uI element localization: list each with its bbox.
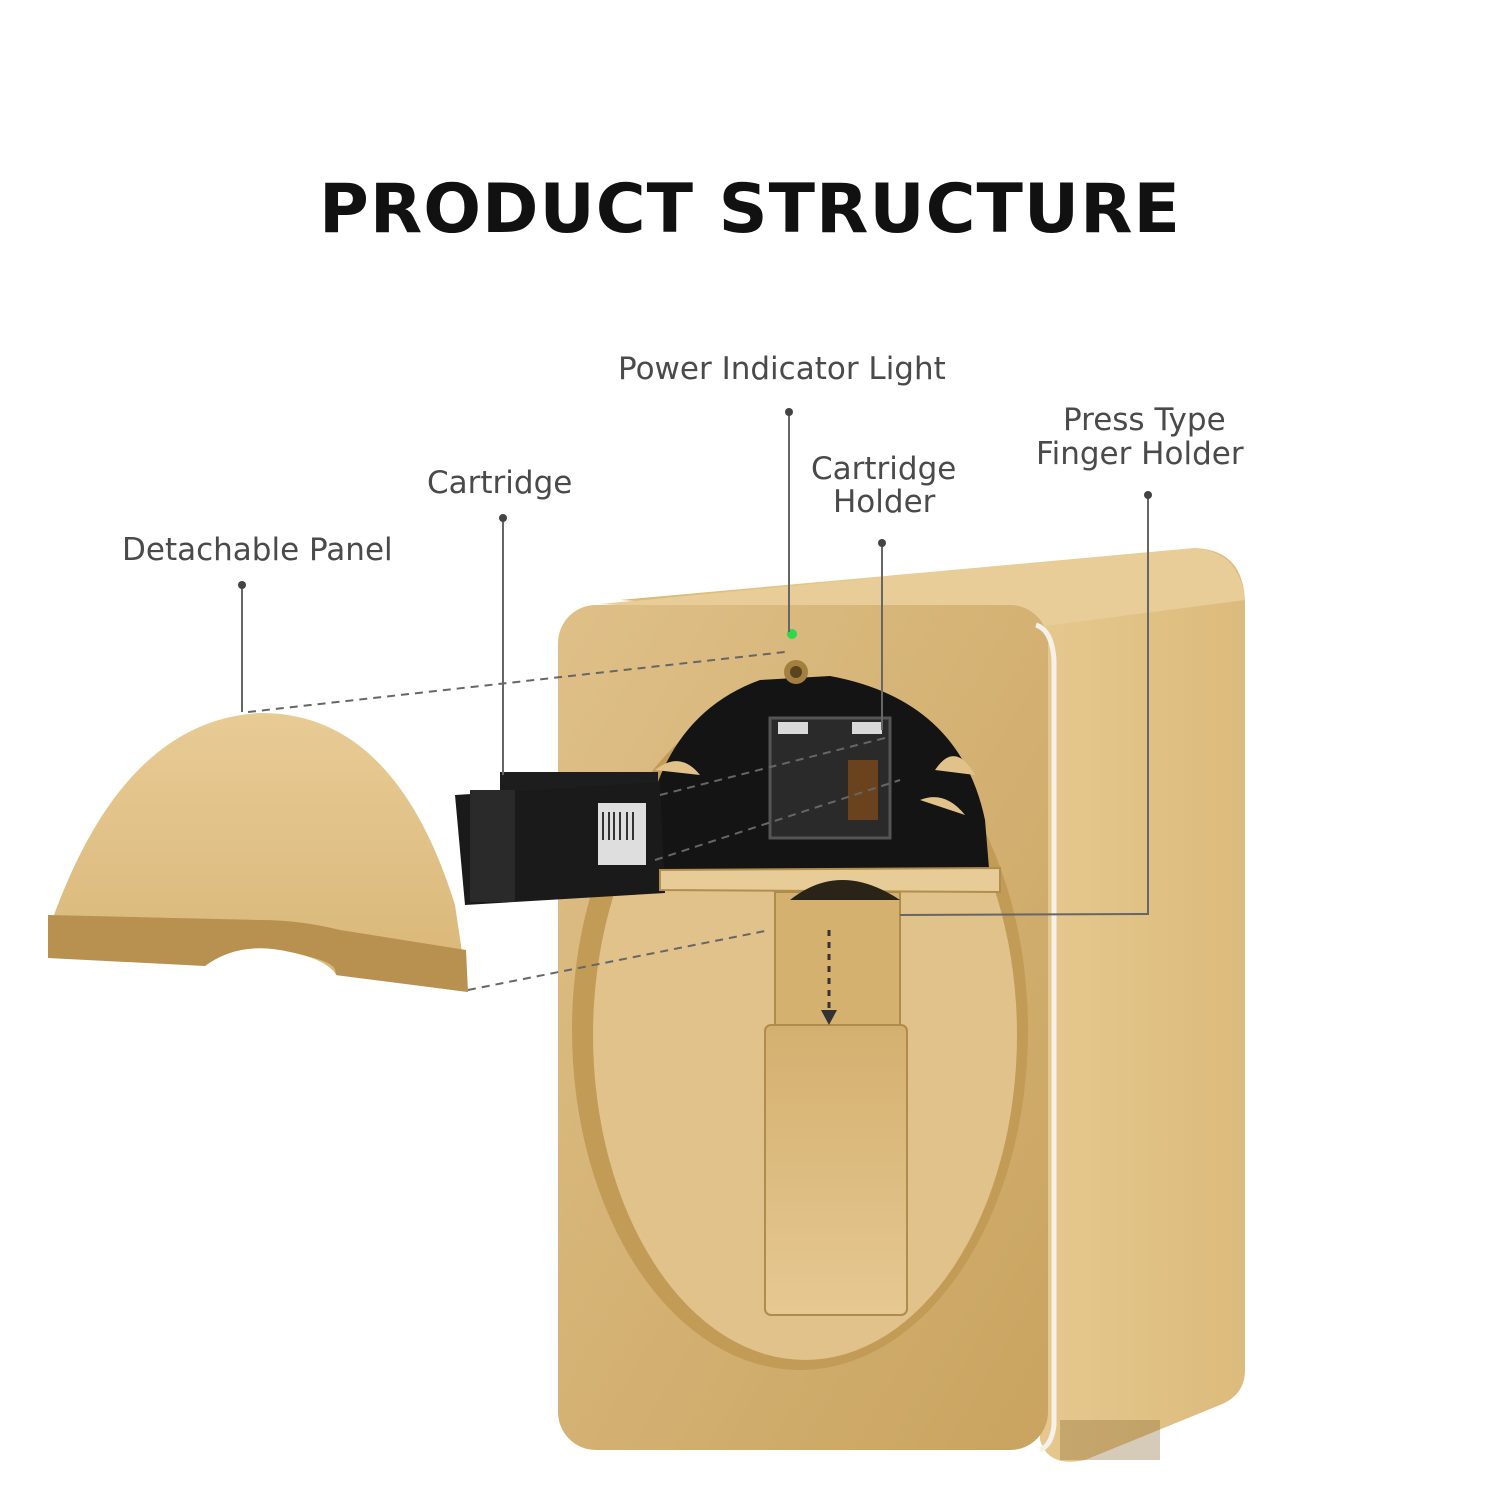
printer-bevel-edge [1035, 622, 1057, 1453]
tray-rail [659, 866, 1001, 894]
label-cartridge: Cartridge [427, 465, 573, 501]
leader-lines [241, 412, 1149, 916]
cartridge-barcode-label [598, 803, 646, 865]
label-cartridge-holder-line1: Cartridge [811, 451, 957, 487]
press-type-finger-holder [764, 1024, 908, 1316]
label-power-indicator-light: Power Indicator Light [618, 351, 946, 387]
detachable-panel [48, 712, 468, 992]
label-cartridge-holder-line2: Holder [833, 484, 936, 520]
window-notch-right [935, 756, 975, 775]
leader-dots [238, 408, 1152, 589]
ink-cartridge [455, 772, 665, 905]
window-notch-left [655, 761, 700, 775]
label-detachable-panel: Detachable Panel [122, 532, 393, 568]
alignment-dashes [247, 651, 901, 991]
printer-body [455, 548, 1245, 1462]
finger-holder-arch [790, 880, 900, 900]
printer-bottom-foot [1060, 1420, 1160, 1460]
printer-side-panel [620, 548, 1245, 1462]
label-press-type-line2: Finger Holder [1036, 436, 1244, 472]
label-press-type-line1: Press Type [1063, 402, 1226, 438]
window-notch-right2 [920, 797, 965, 815]
page-title: PRODUCT STRUCTURE [319, 170, 1181, 249]
